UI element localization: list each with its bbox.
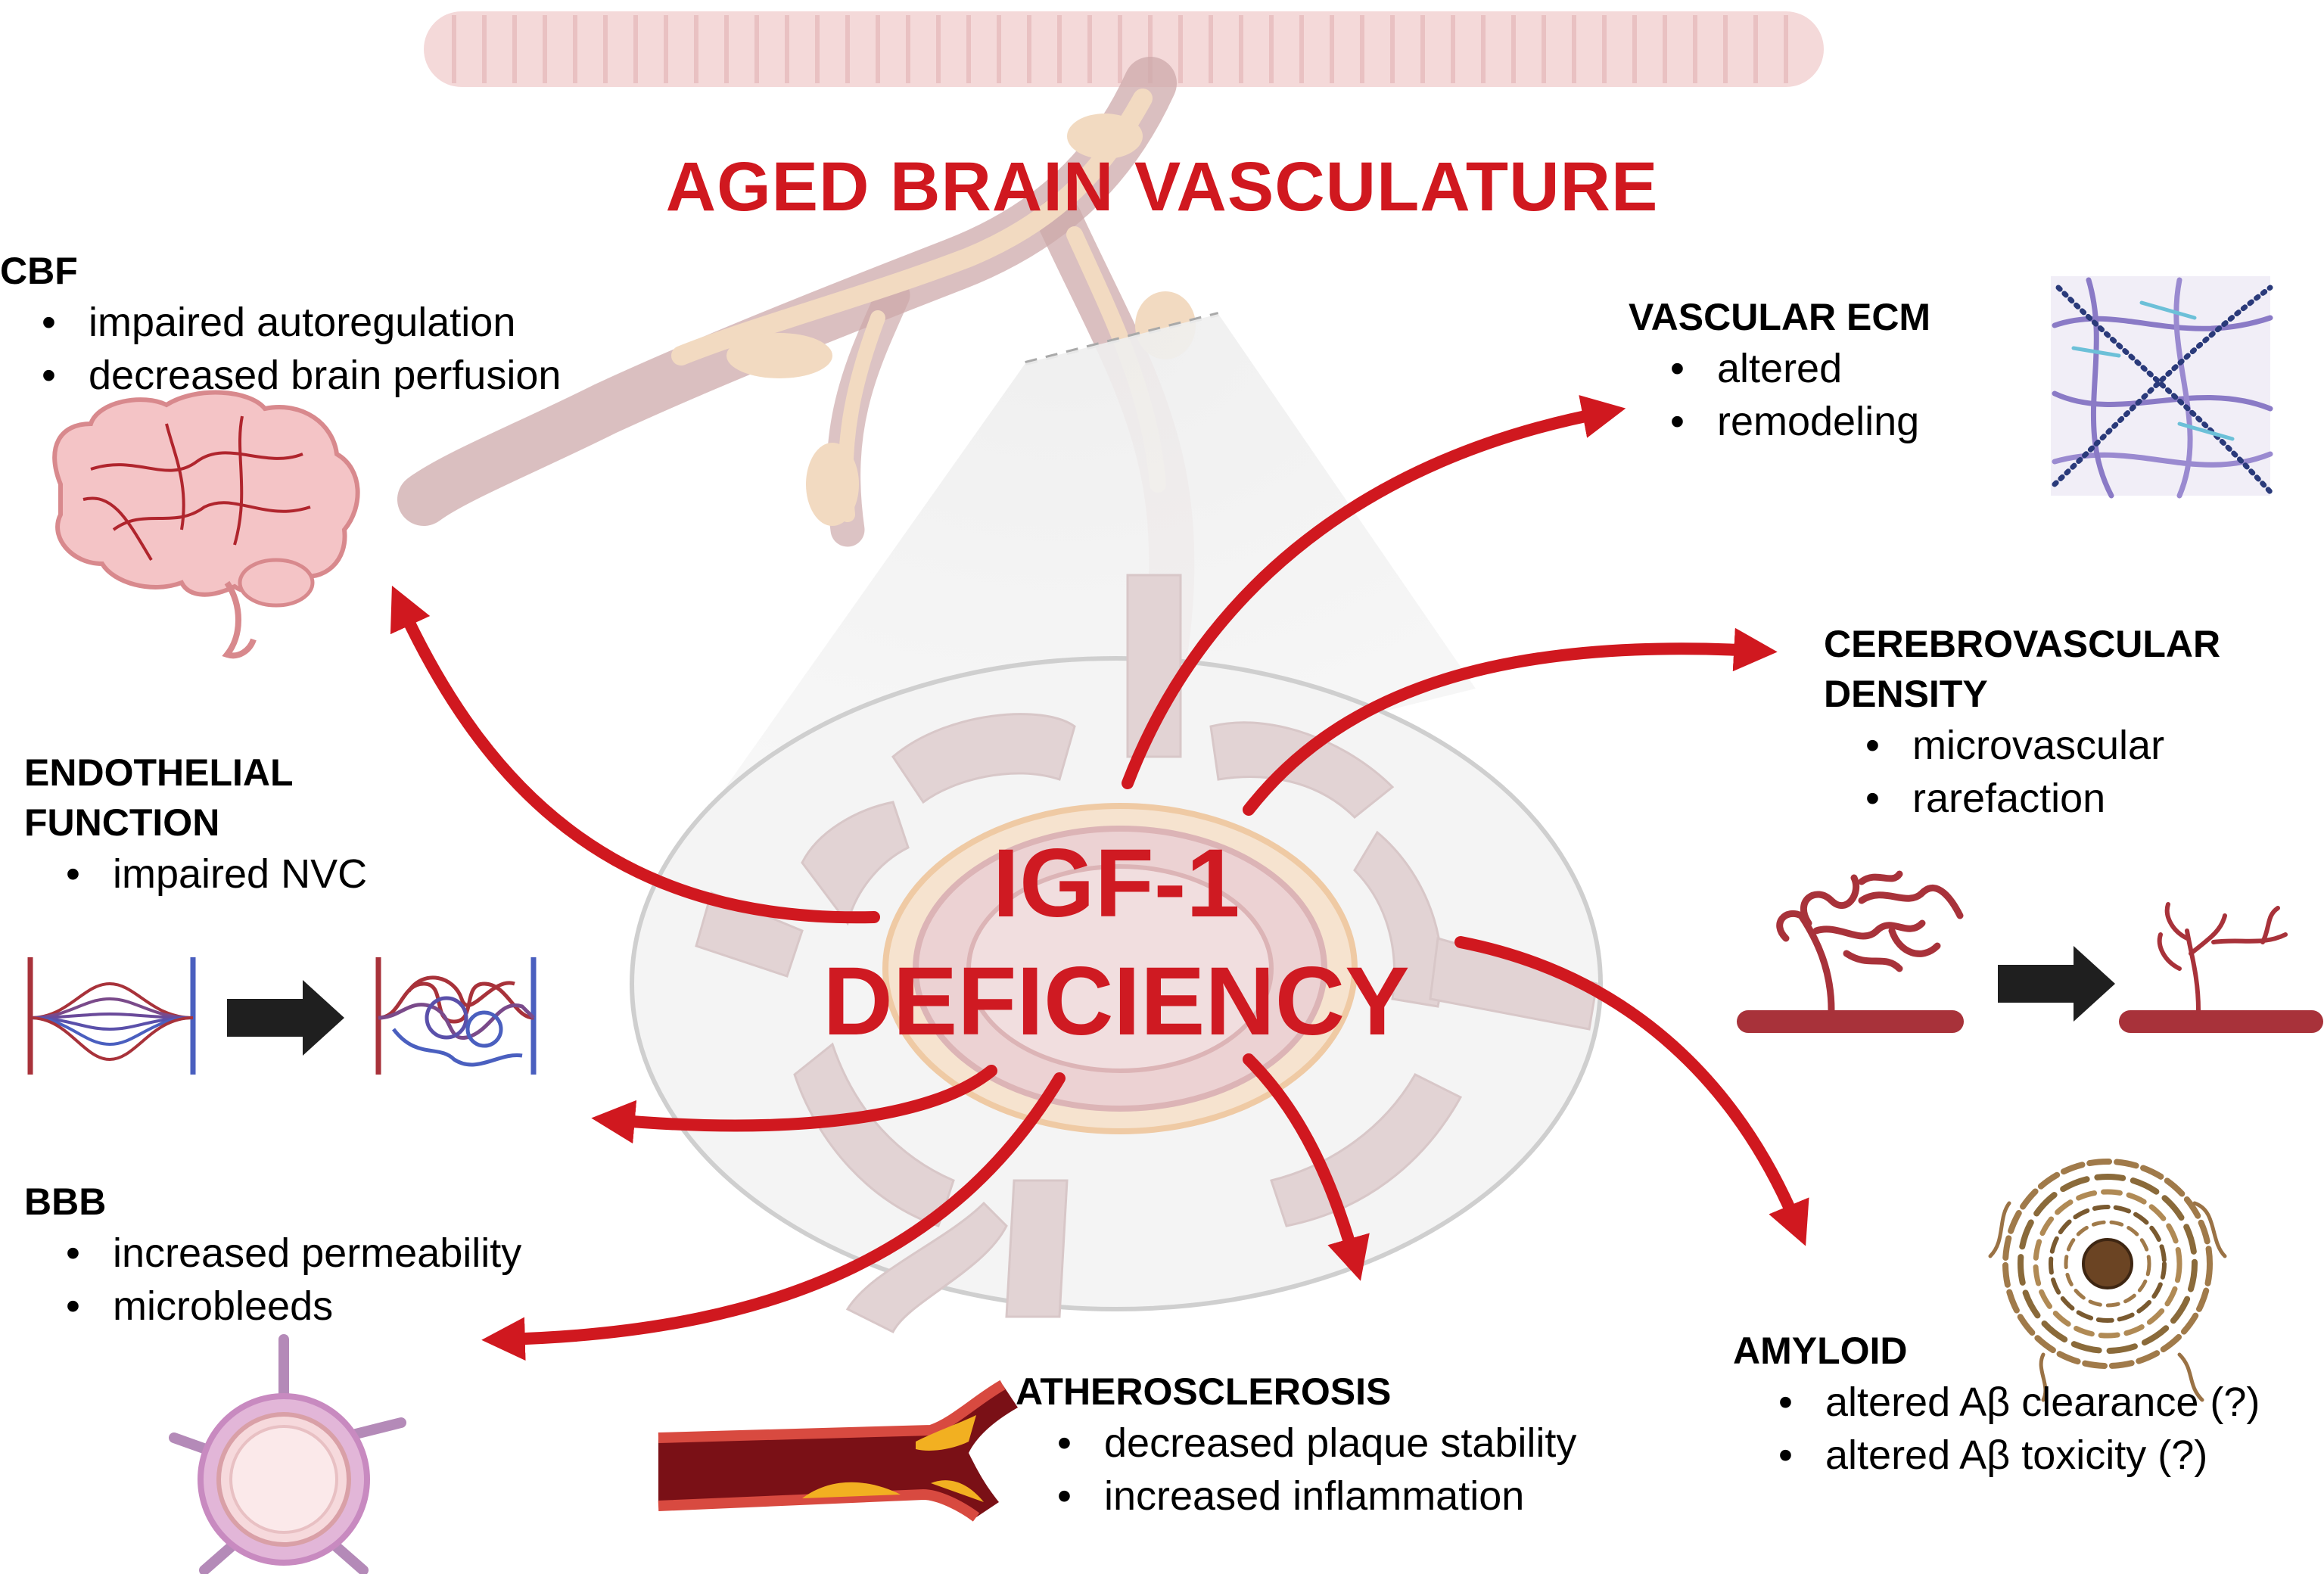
effect-arrows — [390, 395, 1809, 1361]
transition-arrow-icon — [1998, 946, 2115, 1022]
plaque-artery-icon — [658, 1380, 1018, 1522]
list-item: impaired autoregulation — [42, 296, 561, 349]
panel-cerebrovascular-density: CEREBROVASCULAR DENSITY microvascular ra… — [1824, 619, 2220, 825]
arrow-to-cerebrovascular-density — [1243, 627, 1778, 816]
list-item: altered — [1670, 342, 1930, 395]
list-item: decreased brain perfusion — [42, 349, 561, 402]
panel-bbb: BBB increased permeability microbleeds — [24, 1177, 521, 1333]
list-item: decreased plaque stability — [1057, 1417, 1576, 1470]
vessel-cross-section — [630, 574, 1603, 1334]
center-label-line1: IGF-1 — [992, 829, 1240, 938]
list-item: altered Aβ clearance (?) — [1778, 1376, 2260, 1429]
microvessel-icon — [1737, 870, 1964, 1033]
panel-endothelial-function: ENDOTHELIAL FUNCTION impaired NVC — [24, 748, 367, 901]
list-item: altered Aβ toxicity (?) — [1778, 1429, 2260, 1482]
center-label-line2: DEFICIENCY — [823, 947, 1410, 1056]
panel-heading: VASCULAR ECM — [1629, 296, 1931, 338]
panel-heading-line1: ENDOTHELIAL — [24, 751, 294, 794]
panel-list: decreased plaque stability increased inf… — [1057, 1417, 1576, 1523]
capillary-bed-impaired-icon — [375, 957, 537, 1075]
ecm-fibers-icon — [2051, 276, 2273, 499]
arrow-to-endothelial-function — [591, 1065, 997, 1144]
panel-list: altered remodeling — [1670, 342, 1930, 448]
arrow-to-bbb — [481, 1072, 1066, 1361]
arrow-to-cbf — [390, 585, 880, 924]
panel-heading-line2: FUNCTION — [24, 801, 220, 844]
arrow-to-amyloid — [1454, 936, 1809, 1246]
panel-list: microvascular rarefaction — [1865, 719, 2220, 825]
panel-list: increased permeability microbleeds — [66, 1227, 521, 1333]
capillary-bed-icon — [27, 957, 196, 1075]
panel-list: impaired autoregulation decreased brain … — [42, 296, 561, 402]
amyloid-plaque-icon — [1988, 1159, 2227, 1402]
list-item: increased permeability — [66, 1227, 521, 1280]
list-item: remodeling — [1670, 395, 1930, 448]
transition-arrow-icon — [227, 980, 344, 1056]
panel-heading-line2: DENSITY — [1824, 673, 1988, 715]
list-item: rarefaction — [1865, 772, 2220, 825]
panel-heading-line1: CEREBROVASCULAR — [1824, 623, 2221, 665]
arrow-to-vascular-ecm — [1122, 395, 1626, 789]
panel-atherosclerosis: ATHEROSCLEROSIS decreased plaque stabili… — [1016, 1367, 1576, 1523]
diagram-title: AGED BRAIN VASCULATURE — [665, 148, 1659, 226]
microvessel-rarefied-icon — [2119, 902, 2323, 1033]
panel-cbf: CBF impaired autoregulation decreased br… — [0, 246, 561, 402]
arrow-to-atherosclerosis — [1243, 1053, 1370, 1281]
panel-heading: CBF — [0, 250, 78, 292]
panel-heading: AMYLOID — [1733, 1330, 1908, 1372]
panel-list: altered Aβ clearance (?) altered Aβ toxi… — [1778, 1376, 2260, 1482]
list-item: impaired NVC — [66, 848, 367, 901]
panel-list: impaired NVC — [66, 848, 367, 901]
panel-heading: ATHEROSCLEROSIS — [1016, 1370, 1392, 1413]
panel-vascular-ecm: VASCULAR ECM altered remodeling — [1629, 292, 1930, 448]
center-label: IGF-1 DEFICIENCY — [795, 825, 1438, 1061]
list-item: microvascular — [1865, 719, 2220, 772]
list-item: microbleeds — [66, 1280, 521, 1333]
bbb-cross-section-icon — [169, 1334, 406, 1574]
brain-icon — [52, 390, 360, 659]
list-item: increased inflammation — [1057, 1470, 1576, 1523]
panel-heading: BBB — [24, 1180, 107, 1223]
panel-amyloid: AMYLOID altered Aβ clearance (?) altered… — [1733, 1326, 2260, 1482]
